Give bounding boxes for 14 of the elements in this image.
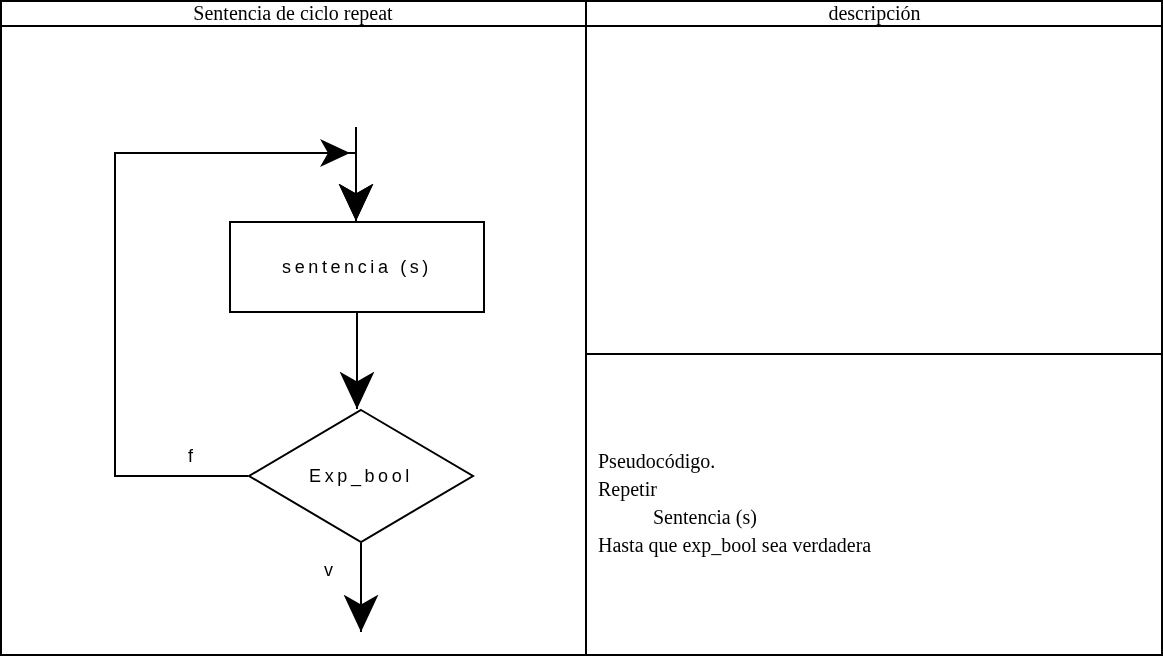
arrow [339,312,375,410]
arrow [343,542,379,633]
column-header: descripción [827,1,922,25]
pseudocode-line: Sentencia (s) [653,505,757,529]
edge-label: f [188,446,193,466]
node-text: Exp_bool [309,465,413,487]
column-header: Sentencia de ciclo repeat [192,1,394,25]
process-box [229,221,485,313]
edge-label: v [324,560,333,580]
decision-diamond [248,409,474,543]
node-text: sentencia (s) [282,256,432,278]
pseudocode-line: Hasta que exp_bool sea verdadera [598,533,872,557]
pseudocode-line: Pseudocódigo. [598,449,716,473]
pseudocode-line: Repetir [598,477,657,501]
